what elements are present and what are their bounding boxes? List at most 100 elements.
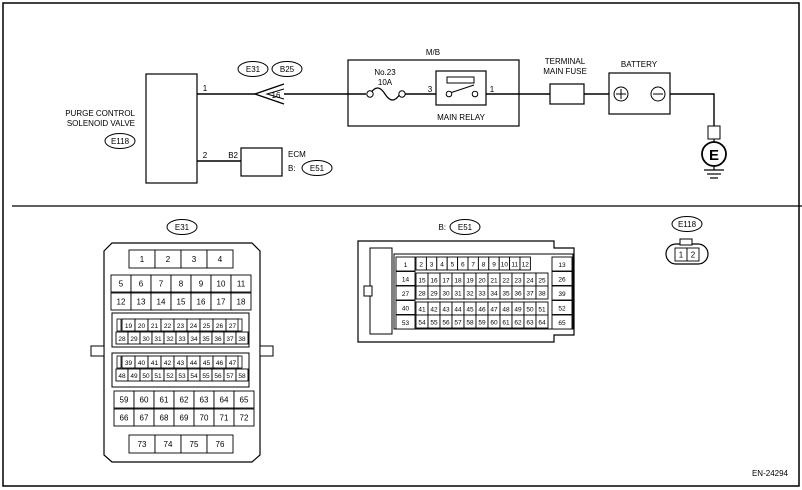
e31-pin-11: 11 xyxy=(230,274,252,293)
pin-number: 8 xyxy=(179,280,184,289)
e51-pin-61: 61 xyxy=(499,314,513,329)
e51-pin-19: 19 xyxy=(463,272,477,287)
pin-number: 75 xyxy=(190,440,199,449)
main-fuse-box xyxy=(549,83,585,105)
e31-pin-9: 9 xyxy=(190,274,212,293)
valve-label-line1: PURGE CONTROL xyxy=(65,109,135,118)
ecm-prefix: B: xyxy=(288,164,296,173)
connector-symbol-inner xyxy=(265,88,285,100)
e51-pin-59: 59 xyxy=(475,314,489,329)
pin-number: 41 xyxy=(418,307,426,314)
conn-b25-oval xyxy=(271,61,303,77)
pin-number: 22 xyxy=(502,278,510,285)
e51-pin-65: 65 xyxy=(551,314,573,330)
pin-number: 61 xyxy=(160,396,169,405)
pin-number: 28 xyxy=(118,336,126,343)
e118-pin-2: 2 xyxy=(686,247,700,262)
e51-lock-tab xyxy=(369,247,393,335)
e31-pin-51: 51 xyxy=(151,368,165,382)
e51-pin-3: 3 xyxy=(425,256,438,271)
conn-e31-label: E31 xyxy=(246,65,261,74)
pin-number: 27 xyxy=(402,291,410,298)
e51-pin-4: 4 xyxy=(436,256,448,271)
pin-number: 31 xyxy=(154,336,162,343)
pin-number: 46 xyxy=(216,360,224,367)
pin-number: 42 xyxy=(430,307,438,314)
pin-number: 37 xyxy=(526,291,534,298)
pin-number: 40 xyxy=(138,360,146,367)
e31-pin-44: 44 xyxy=(186,355,201,369)
pin-number: 1 xyxy=(140,255,145,264)
pin-number: 47 xyxy=(229,360,237,367)
pin-number: 11 xyxy=(237,280,246,289)
e31-pin-59: 59 xyxy=(113,390,135,409)
e31-pin-50: 50 xyxy=(139,368,153,382)
valve-connector-id: E118 xyxy=(111,137,130,146)
pin-number: 17 xyxy=(217,298,226,307)
e51-pin-36: 36 xyxy=(511,285,525,300)
e51-pin-20: 20 xyxy=(475,272,489,287)
pin-number: 47 xyxy=(490,307,498,314)
pin-number: 68 xyxy=(160,414,169,423)
fuse-number: No.23 xyxy=(374,68,396,77)
e31-pin-7: 7 xyxy=(150,274,172,293)
e31-pin-53: 53 xyxy=(175,368,189,382)
e51-pin-29: 29 xyxy=(427,285,441,300)
pin-number: 42 xyxy=(164,360,172,367)
pin-number: 60 xyxy=(140,396,149,405)
e51-pin-9: 9 xyxy=(488,256,500,271)
e51-pin-57: 57 xyxy=(451,314,465,329)
e31-pin-60: 60 xyxy=(133,390,155,409)
pin-number: 12 xyxy=(522,262,530,269)
pin-number: 13 xyxy=(558,262,566,269)
pin-number: 58 xyxy=(238,373,246,380)
e51-pin-13: 13 xyxy=(551,256,573,272)
e31-pin-33: 33 xyxy=(175,331,189,345)
e31-pin-55: 55 xyxy=(199,368,213,382)
e31-pin-2: 2 xyxy=(154,249,182,269)
e51-pin-15: 15 xyxy=(415,272,429,287)
e31-pin-37: 37 xyxy=(223,331,237,345)
pin-number: 39 xyxy=(558,291,566,298)
pin-number: 27 xyxy=(229,323,237,330)
pin-number: 64 xyxy=(538,320,546,327)
e31-pin-39: 39 xyxy=(121,355,136,369)
ecm-connector-oval xyxy=(301,160,333,176)
valve-connector-oval xyxy=(104,133,136,149)
e31-pin-57: 57 xyxy=(223,368,237,382)
e51-pin-54: 54 xyxy=(415,314,429,329)
pin-number: 50 xyxy=(142,373,150,380)
e51-pin-25: 25 xyxy=(535,272,549,287)
pin-number: 33 xyxy=(178,336,186,343)
relay-contact-right xyxy=(471,90,479,98)
e51-pin-8: 8 xyxy=(477,256,490,271)
relay-label: MAIN RELAY xyxy=(437,113,486,122)
pin-number: 35 xyxy=(502,291,510,298)
e31-key-mark xyxy=(237,318,243,332)
e31-pin-18: 18 xyxy=(230,292,252,311)
e51-pin-31: 31 xyxy=(451,285,465,300)
fuse-symbol xyxy=(369,87,401,101)
e31-pin-21: 21 xyxy=(147,318,162,332)
ecm-pin-label: B2 xyxy=(228,151,238,160)
main-fuse-label-line1: TERMINAL xyxy=(545,57,586,66)
valve-label-line2: SOLENOID VALVE xyxy=(67,119,135,128)
wiring-section: PURGE CONTROL SOLENOID VALVE E118 1 2 E3… xyxy=(65,48,727,184)
pin-number: 65 xyxy=(558,320,566,327)
e51-pin-6: 6 xyxy=(457,256,469,271)
e31-pin-24: 24 xyxy=(186,318,201,332)
pin-number: 4 xyxy=(218,255,223,264)
e51-pin-16: 16 xyxy=(427,272,441,287)
e51-pin-43: 43 xyxy=(439,301,453,316)
pin-number: 38 xyxy=(538,291,546,298)
e31-pin-75: 75 xyxy=(180,434,208,454)
e31-pin-66: 66 xyxy=(113,408,135,427)
e51-prefix: B: xyxy=(438,223,446,232)
pin-number: 20 xyxy=(478,278,486,285)
wire-battery-to-ground xyxy=(658,93,715,126)
e31-pin-31: 31 xyxy=(151,331,165,345)
pin-number: 18 xyxy=(237,298,246,307)
e31-pin-28: 28 xyxy=(115,331,129,345)
